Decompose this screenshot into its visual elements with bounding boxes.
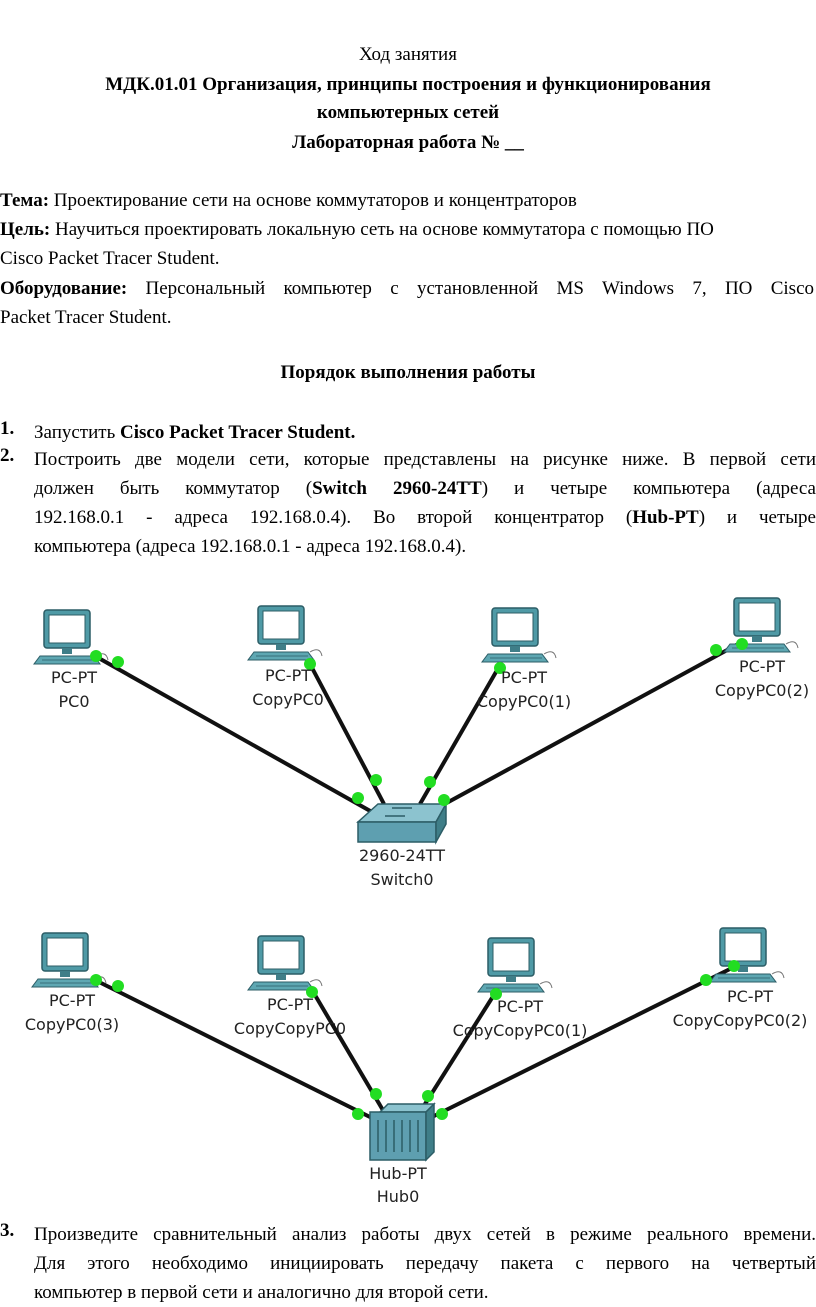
pc-type-label: PC-PT [49,991,95,1010]
port-led [436,1108,448,1120]
step-2-line2-a: должен быть коммутатор ( [34,478,313,499]
step-1-number: 1. [0,418,15,439]
equipment-text-1: Персональный компьютер с установленной M… [127,278,814,299]
link-copypc0-3-hub [94,978,373,1120]
switch-model-label: 2960-24TT [359,846,445,865]
pc-name-label: CopyPC0(3) [25,1015,119,1034]
port-led [700,974,712,986]
port-led [352,792,364,804]
pc-name-label: CopyPC0(1) [477,692,571,711]
step-2-line2-c: ) и четыре компьютера (адреса [481,478,816,499]
pc-type-label: PC-PT [265,666,311,685]
course-title-line2: компьютерных сетей [316,102,500,123]
step-2-line4: компьютера (адреса 192.168.0.1 - адреса … [34,536,467,557]
port-led [112,980,124,992]
pc-name-label: CopyPC0(2) [715,681,809,700]
step-3-line1: Произведите сравнительный анализ работы … [34,1224,816,1245]
port-led [370,774,382,786]
pc-icon [723,597,799,653]
port-led [112,656,124,668]
step-3-number: 3. [0,1220,15,1241]
port-led [90,974,102,986]
goal-text-2: Cisco Packet Tracer Student. [0,248,220,269]
switch-model: Switch 2960-24TT [312,478,482,499]
topic-label: Тема: [0,190,50,211]
goal-line1: Цель: Научиться проектировать локальную … [0,215,814,245]
port-led [494,662,506,674]
hub-name-label: Hub0 [377,1187,420,1206]
step-2-line3-c: ) и четыре [698,507,816,528]
pc-name-label: PC0 [59,692,90,711]
hub-model: Hub-PT [632,507,699,528]
pc-icon [247,605,323,661]
equipment-line1: Оборудование: Персональный компьютер с у… [0,274,814,304]
port-led [424,776,436,788]
equipment-label: Оборудование: [0,278,128,299]
port-led [736,638,748,650]
port-led [90,650,102,662]
step-1-text: Запустить Cisco Packet Tracer Student. [34,418,816,447]
goal-text-1: Научиться проектировать локальную сеть н… [50,219,714,240]
lab-title: Лабораторная работа № __ [292,132,524,153]
step-2-number: 2. [0,445,15,466]
step-3-line2: Для этого необходимо инициировать переда… [34,1253,816,1274]
switch-name-label: Switch0 [370,870,433,889]
pc-type-label: PC-PT [739,657,785,676]
port-led [438,794,450,806]
pc-icon [247,935,323,991]
hub-model-label: Hub-PT [369,1164,427,1183]
pc-name-label: CopyCopyPC0(1) [453,1021,588,1040]
topic-text: Проектирование сети на основе коммутатор… [49,190,577,211]
pc-name-label: CopyPC0 [252,690,324,709]
pc-type-label: PC-PT [267,995,313,1014]
network2-links [94,964,737,1120]
session-title: Ход занятия [359,44,457,65]
network1-links [94,641,741,814]
step-2-line2: должен быть коммутатор (Switch 2960-24TT… [34,474,816,503]
port-led [370,1088,382,1100]
step-3-text: Произведите сравнительный анализ работы … [34,1220,816,1307]
hub-icon [369,1102,436,1162]
switch-icon [356,801,448,845]
procedure-title: Порядок выполнения работы [280,362,536,383]
pc-type-label: PC-PT [51,668,97,687]
pc-icon [481,607,557,663]
network2-port-leds [90,960,740,1120]
port-led [710,644,722,656]
step-2-line3: 192.168.0.1 - адреса 192.168.0.4). Во вт… [34,503,816,532]
port-led [304,658,316,670]
link-copycopypc0-1-hub [418,988,499,1114]
pc-type-label: PC-PT [727,987,773,1006]
pc-name-label: CopyCopyPC0(2) [673,1011,808,1030]
equipment-text-2: Packet Tracer Student. [0,307,172,328]
topic-line: Тема: Проектирование сети на основе комм… [0,186,814,216]
network-diagrams: PC-PT PC0 PC-PT CopyPC0 PC-PT CopyPC0(1)… [25,597,809,1206]
port-led [306,986,318,998]
step-1-app: Cisco Packet Tracer Student. [120,422,356,443]
network1-port-leds [90,638,748,806]
pc-name-label: CopyCopyPC0 [234,1019,346,1038]
link-copycopypc0-2-hub [429,964,737,1120]
step-2-line1: Построить две модели сети, которые предс… [34,449,816,470]
port-led [490,988,502,1000]
pc-icon [709,927,785,983]
step-2-line3-a: 192.168.0.1 - адреса 192.168.0.4). Во вт… [34,507,633,528]
goal-label: Цель: [0,219,51,240]
link-copypc0-2-switch [429,641,741,814]
step-1-pre: Запустить [34,422,120,443]
pc-type-label: PC-PT [501,668,547,687]
course-title-line1: МДК.01.01 Организация, принципы построен… [105,74,711,95]
port-led [352,1108,364,1120]
pc-icon [477,937,553,993]
step-2-text: Построить две модели сети, которые предс… [34,445,816,561]
port-led [728,960,740,972]
link-pc0-switch [94,654,373,814]
pc-type-label: PC-PT [497,997,543,1016]
step-3-line3: компьютер в первой сети и аналогично для… [34,1282,489,1303]
port-led [422,1090,434,1102]
